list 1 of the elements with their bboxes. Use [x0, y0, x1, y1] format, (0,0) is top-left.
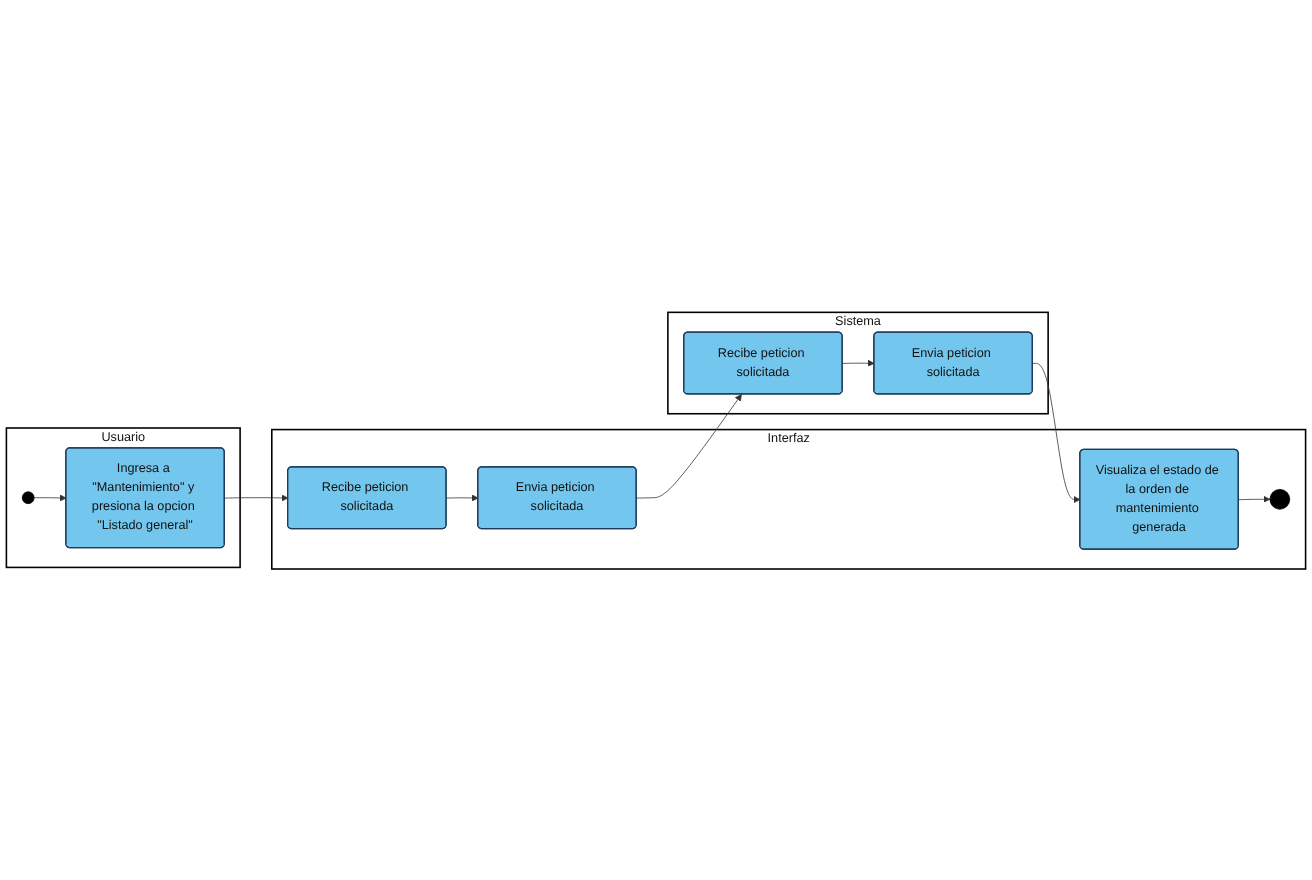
- node-circle: [21, 490, 35, 504]
